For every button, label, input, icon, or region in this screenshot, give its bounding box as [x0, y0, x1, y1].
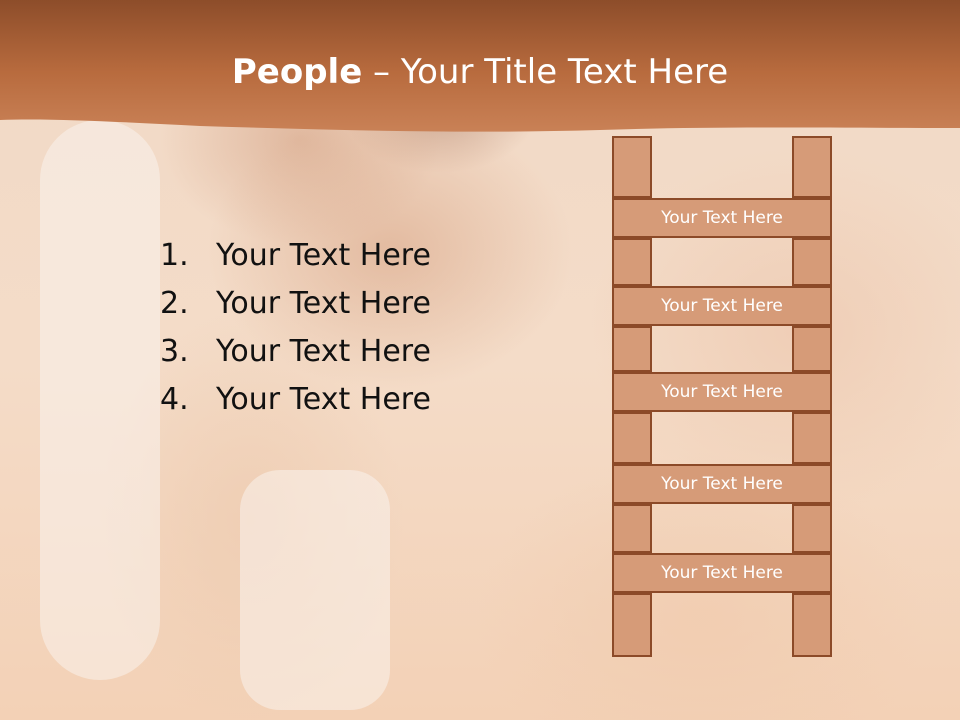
- list-text: Your Text Here: [216, 286, 431, 321]
- ladder-rail-segment: [612, 326, 652, 372]
- ladder-rail-segment: [792, 238, 832, 286]
- list-number: 1.: [160, 238, 189, 273]
- ladder-rung: Your Text Here: [612, 553, 832, 593]
- ladder-rail-segment: [792, 504, 832, 553]
- background-photo-shirt: [240, 470, 390, 710]
- slide-title: People – Your Title Text Here: [0, 52, 960, 92]
- list-number: 3.: [160, 334, 189, 369]
- title-bold: People: [231, 52, 363, 92]
- numbered-list: 1. Your Text Here 2. Your Text Here 3. Your…: [160, 232, 431, 424]
- ladder-rung-label: Your Text Here: [661, 563, 783, 583]
- background-photo-towel: [40, 120, 160, 680]
- list-item: 1. Your Text Here: [160, 232, 431, 280]
- list-text: Your Text Here: [216, 334, 431, 369]
- list-text: Your Text Here: [216, 238, 431, 273]
- ladder-rung-label: Your Text Here: [661, 208, 783, 228]
- ladder-rung-label: Your Text Here: [661, 296, 783, 316]
- list-number: 2.: [160, 286, 189, 321]
- list-item: 2. Your Text Here: [160, 280, 431, 328]
- list-text: Your Text Here: [216, 382, 431, 417]
- list-item: 4. Your Text Here: [160, 376, 431, 424]
- ladder-rail-segment: [792, 412, 832, 464]
- list-item: 3. Your Text Here: [160, 328, 431, 376]
- ladder-rail-segment: [612, 412, 652, 464]
- ladder-rail-segment: [792, 593, 832, 657]
- list-number: 4.: [160, 382, 189, 417]
- ladder-rung-label: Your Text Here: [661, 474, 783, 494]
- title-rest: – Your Title Text Here: [362, 52, 729, 92]
- ladder-rung-label: Your Text Here: [661, 382, 783, 402]
- ladder-rung: Your Text Here: [612, 372, 832, 412]
- ladder-rung: Your Text Here: [612, 198, 832, 238]
- ladder-rail-segment: [612, 238, 652, 286]
- ladder-rail-segment: [792, 326, 832, 372]
- ladder-rung: Your Text Here: [612, 286, 832, 326]
- ladder-rail-segment: [612, 593, 652, 657]
- ladder-rail-segment: [612, 504, 652, 553]
- header-banner: [0, 0, 960, 132]
- ladder-rail-segment: [792, 136, 832, 198]
- ladder-rung: Your Text Here: [612, 464, 832, 504]
- ladder-rail-segment: [612, 136, 652, 198]
